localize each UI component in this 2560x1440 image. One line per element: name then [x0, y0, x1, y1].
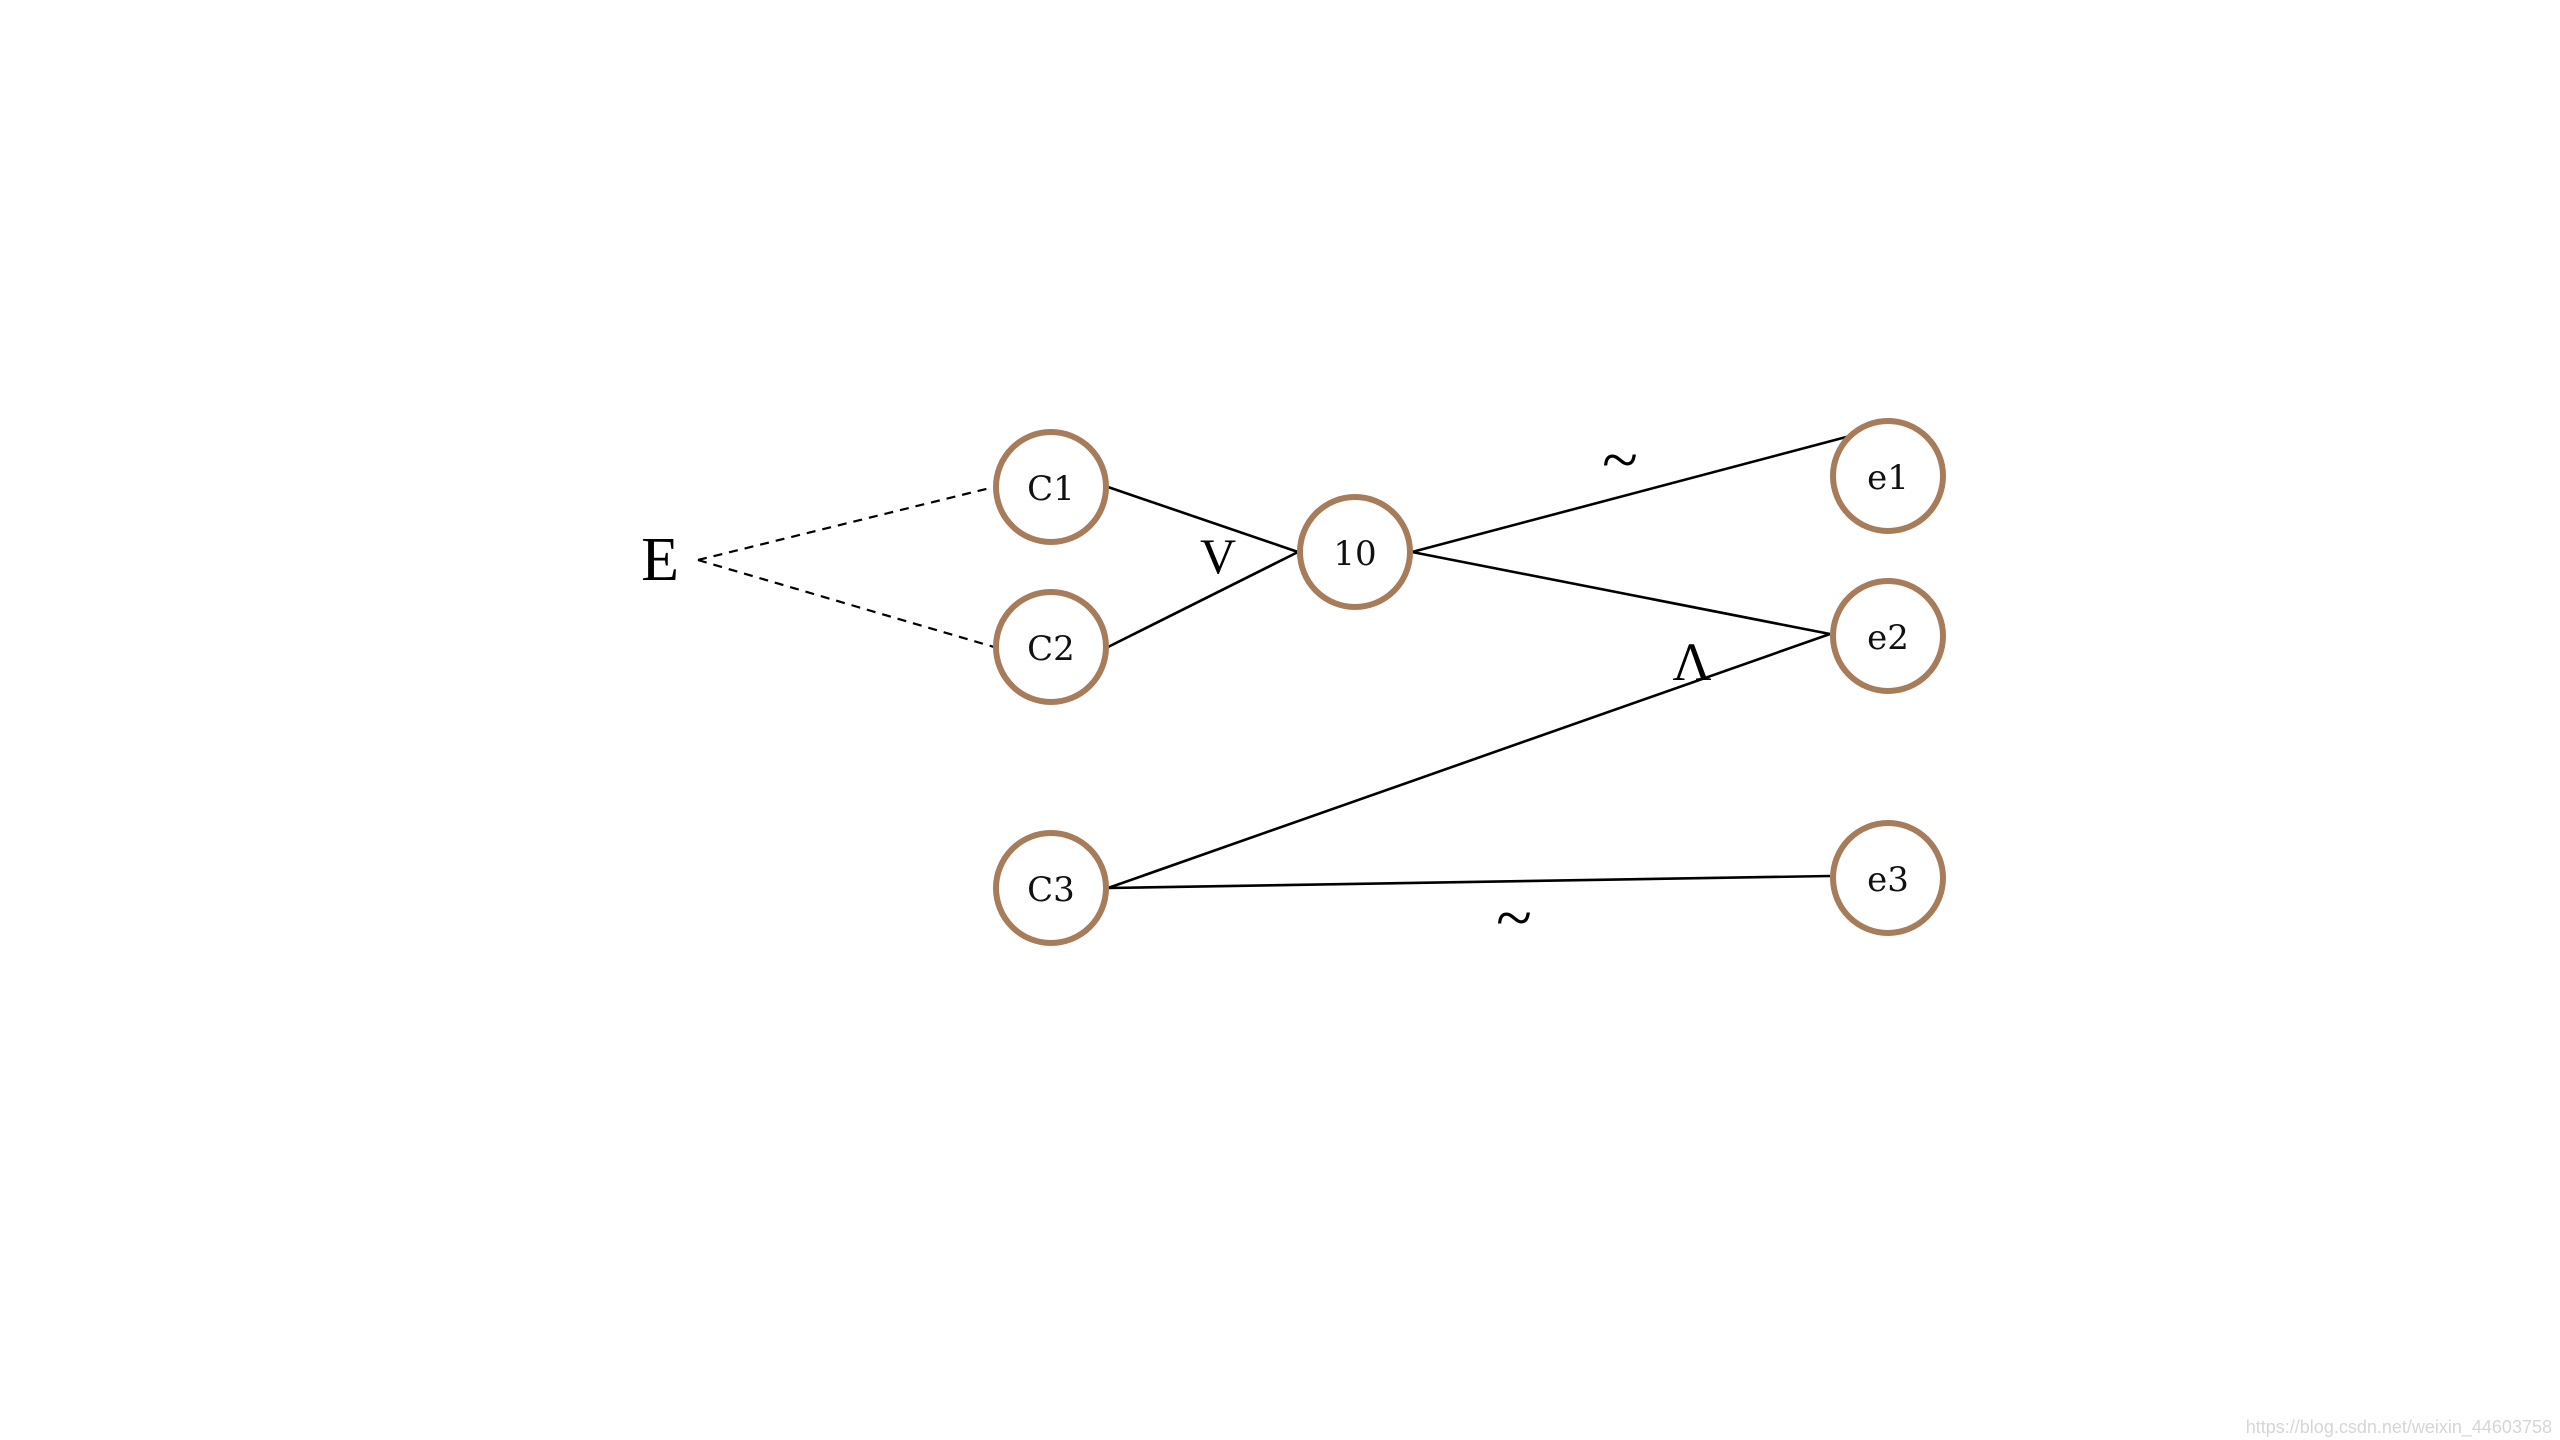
- node-e3: e3: [1830, 820, 1946, 936]
- and-operator-label: Λ: [1672, 632, 1711, 692]
- node-e1: e1: [1830, 418, 1946, 534]
- node-e2: e2: [1830, 578, 1946, 694]
- node-10: 10: [1297, 494, 1413, 610]
- node-c3: C3: [993, 830, 1109, 946]
- node-c1: C1: [993, 429, 1109, 545]
- node-10-label: 10: [1333, 534, 1376, 574]
- edge-E-c2: [697, 558, 995, 649]
- tilde-lower-label: ~: [1496, 882, 1532, 955]
- edge-E-c1: [697, 485, 995, 562]
- node-c1-circle: [993, 429, 1109, 545]
- edge-c3-e2: [1107, 632, 1831, 890]
- root-label-E: E: [641, 526, 679, 594]
- edge-c2-10: [1107, 550, 1299, 649]
- node-c3-circle: [993, 830, 1109, 946]
- node-10-circle: [1297, 494, 1413, 610]
- edge-c1-10: [1107, 485, 1299, 554]
- edge-10-e2: [1411, 550, 1831, 636]
- node-e1-label: e1: [1867, 458, 1909, 498]
- or-operator-label: V: [1200, 528, 1236, 584]
- node-e2-label: e2: [1867, 618, 1909, 658]
- node-c2-label: C2: [1027, 629, 1075, 669]
- edges: [697, 434, 1851, 890]
- node-c2-circle: [993, 589, 1109, 705]
- watermark-text: https://blog.csdn.net/weixin_44603758: [2246, 1417, 2552, 1438]
- node-c2: C2: [993, 589, 1109, 705]
- node-e2-circle: [1830, 578, 1946, 694]
- tilde-upper-label: ~: [1602, 424, 1638, 497]
- edge-10-e1: [1411, 434, 1851, 554]
- edge-c3-e3: [1107, 874, 1831, 890]
- node-c1-label: C1: [1027, 469, 1075, 509]
- node-e3-circle: [1830, 820, 1946, 936]
- node-c3-label: C3: [1027, 870, 1075, 910]
- node-e1-circle: [1830, 418, 1946, 534]
- node-e3-label: e3: [1867, 860, 1909, 900]
